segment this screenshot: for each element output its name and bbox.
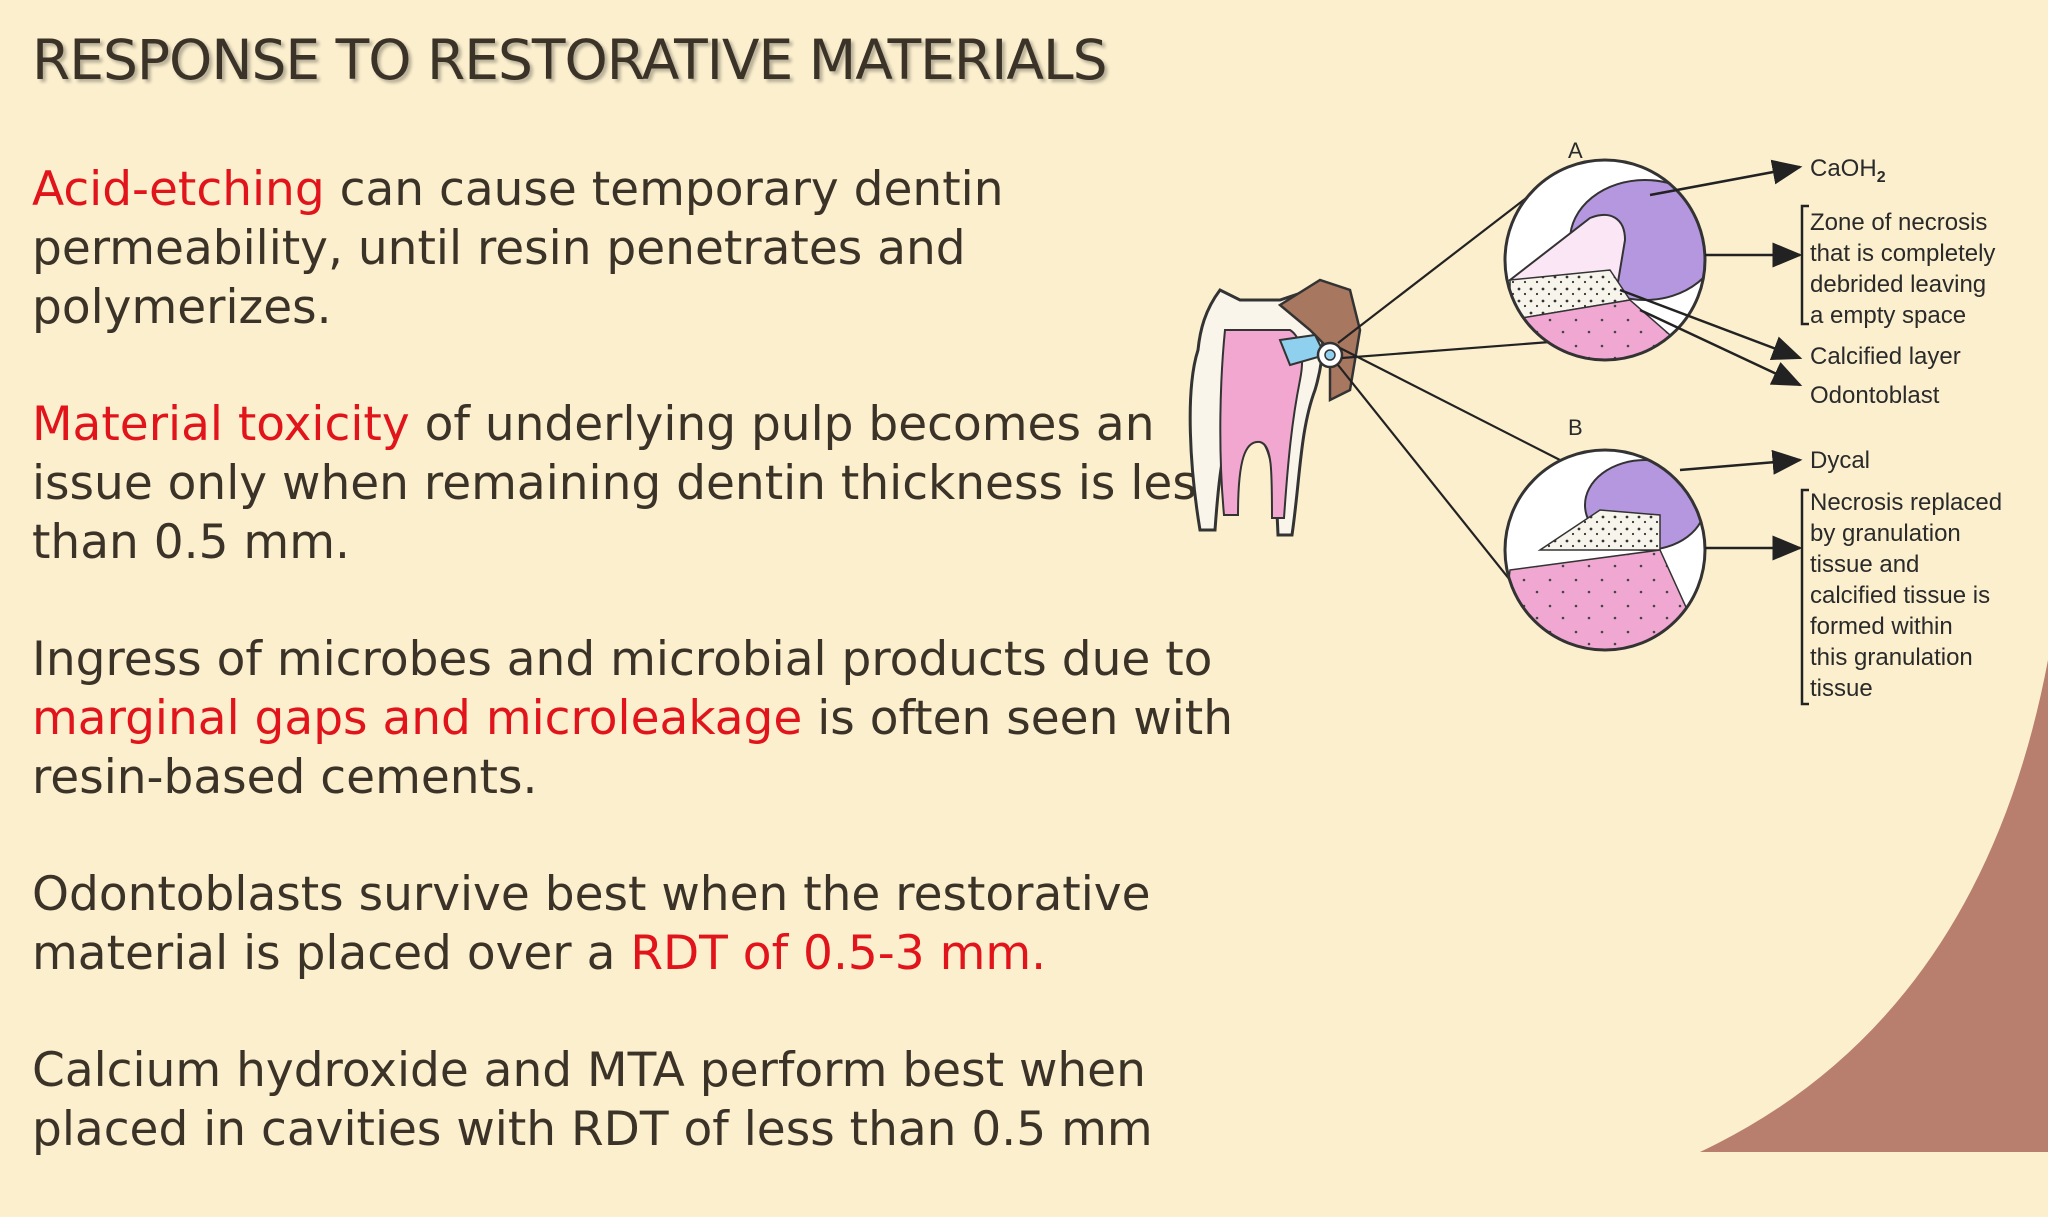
paragraph-line: Calcium hydroxide and MTA perform best w… bbox=[32, 1041, 1232, 1100]
text-run: Ingress of microbes and microbial produc… bbox=[32, 632, 1213, 687]
panel-a-magnified-view: A bbox=[1503, 138, 1707, 362]
text-run: polymerizes. bbox=[32, 280, 332, 335]
panel-a-letter: A bbox=[1568, 138, 1583, 163]
panel-b-letter: B bbox=[1568, 415, 1583, 440]
leader-line-b-top bbox=[1339, 347, 1561, 461]
paragraph-2: Material toxicity of underlying pulp bec… bbox=[32, 395, 1232, 572]
text-run: of underlying pulp becomes an bbox=[409, 397, 1155, 452]
dycal-label: Dycal bbox=[1810, 447, 1870, 474]
necrosis-zone-label: Zone of necrosis that is completely debr… bbox=[1810, 209, 2002, 329]
paragraph-line: Odontoblasts survive best when the resto… bbox=[32, 865, 1232, 924]
paragraph-3: Ingress of microbes and microbial produc… bbox=[32, 630, 1234, 807]
text-run: placed in cavities with RDT of less than… bbox=[32, 1102, 1153, 1157]
paragraph-line: Ingress of microbes and microbial produc… bbox=[32, 630, 1232, 689]
tooth-drawing bbox=[1188, 278, 1362, 537]
paragraph-line: issue only when remaining dentin thickne… bbox=[32, 454, 1232, 513]
paragraph-line: than 0.5 mm. bbox=[32, 513, 1232, 572]
paragraph-line: material is placed over a RDT of 0.5-3 m… bbox=[32, 924, 1232, 983]
text-run: is often seen with bbox=[802, 691, 1234, 746]
text-run: issue only when remaining dentin thickne… bbox=[32, 456, 1222, 511]
calcified-layer-label: Calcified layer bbox=[1810, 343, 1961, 370]
slide-title: RESPONSE TO RESTORATIVE MATERIALS bbox=[32, 28, 1108, 92]
text-run: can cause temporary dentin bbox=[324, 162, 1004, 217]
paragraph-5: Calcium hydroxide and MTA perform best w… bbox=[32, 1041, 1232, 1159]
panel-b-magnified-view: B bbox=[1503, 415, 1707, 652]
paragraph-line: Acid-etching can cause temporary dentin bbox=[32, 160, 1232, 219]
highlighted-term: marginal gaps and microleakage bbox=[32, 691, 803, 746]
paragraph-line: resin-based cements. bbox=[32, 748, 1232, 807]
highlighted-term: Material toxicity bbox=[32, 397, 410, 452]
corner-arc-decoration bbox=[1700, 660, 2048, 1152]
highlighted-term: RDT of 0.5-3 mm. bbox=[630, 926, 1047, 981]
text-run: Calcium hydroxide and MTA perform best w… bbox=[32, 1043, 1146, 1098]
leader-line-a-bottom bbox=[1341, 340, 1551, 360]
text-run: material is placed over a bbox=[32, 926, 631, 981]
paragraph-line: permeability, until resin penetrates and bbox=[32, 219, 1232, 278]
paragraph-line: marginal gaps and microleakage is often … bbox=[32, 689, 1234, 748]
paragraph-line: polymerizes. bbox=[32, 278, 1232, 337]
paragraph-4: Odontoblasts survive best when the resto… bbox=[32, 865, 1232, 983]
odontoblast-label: Odontoblast bbox=[1810, 382, 1940, 409]
highlighted-term: Acid-etching bbox=[32, 162, 325, 217]
paragraph-line: Material toxicity of underlying pulp bec… bbox=[32, 395, 1232, 454]
text-run: permeability, until resin penetrates and bbox=[32, 221, 966, 276]
caoh2-label: CaOH2 bbox=[1810, 155, 1886, 186]
granulation-tissue-label: Necrosis replaced by granulation tissue … bbox=[1810, 489, 2009, 702]
text-run: Odontoblasts survive best when the resto… bbox=[32, 867, 1151, 922]
paragraph-line: placed in cavities with RDT of less than… bbox=[32, 1100, 1232, 1159]
text-run: than 0.5 mm. bbox=[32, 515, 350, 570]
text-run: resin-based cements. bbox=[32, 750, 538, 805]
pulp-capping-diagram: A B CaOH2 Zone of necrosis that is compl… bbox=[1188, 138, 2009, 706]
